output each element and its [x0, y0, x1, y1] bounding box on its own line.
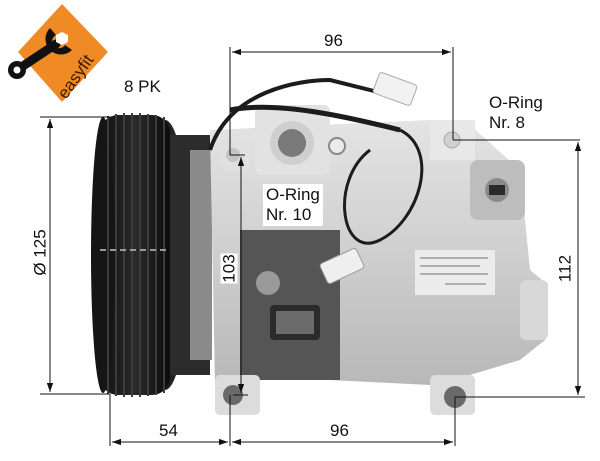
wrench-icon — [8, 28, 72, 79]
dimension-bottom-left: 54 — [159, 421, 178, 440]
callout-oring-10-line2: Nr. 10 — [266, 205, 312, 224]
callout-oring-8-line1: O-Ring — [489, 93, 543, 112]
belt-profile-label: 8 PK — [124, 77, 161, 96]
connector-plug — [372, 72, 418, 106]
callout-oring-10: O-Ring Nr. 10 — [263, 184, 323, 226]
callout-oring-10-line1: O-Ring — [266, 185, 320, 204]
spec-label — [415, 250, 495, 295]
dimension-lines — [40, 47, 585, 446]
callout-oring-8-line2: Nr. 8 — [489, 113, 525, 132]
callout-oring-8: O-Ring Nr. 8 — [489, 93, 543, 133]
dimension-overall-height: 112 — [555, 254, 575, 283]
pulley — [91, 113, 212, 397]
dimension-top-width: 96 — [324, 31, 343, 50]
dimension-mount-height: 103 — [219, 253, 239, 284]
connector-plug-lower — [319, 248, 365, 284]
dimension-bottom-right: 96 — [330, 421, 349, 440]
easyfit-logo: easyfit — [0, 0, 108, 108]
dimension-pulley-diameter: Ø 125 — [30, 229, 50, 276]
